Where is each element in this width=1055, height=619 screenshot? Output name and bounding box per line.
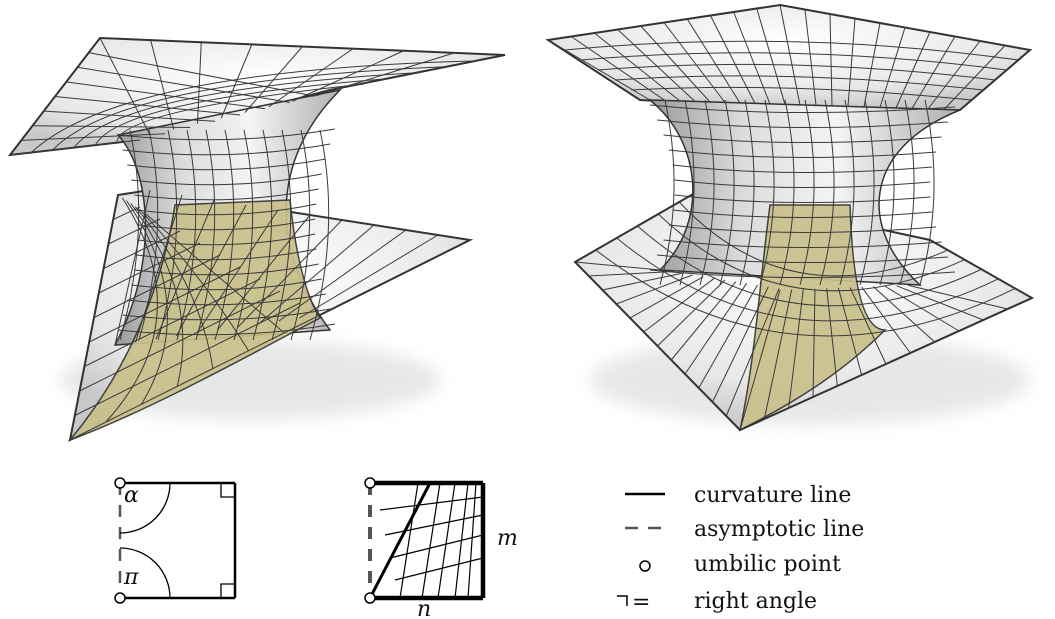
- right-angle-marker-bottom: [220, 583, 235, 598]
- label-m: m: [497, 526, 518, 551]
- label-n: n: [417, 597, 431, 619]
- grid-umbilic-bottom: [364, 592, 376, 604]
- legend-curvature-line: curvature line: [694, 483, 851, 508]
- angle-arc-bottom: [119, 547, 171, 599]
- umbilic-point-top: [114, 477, 126, 489]
- legend-circle-icon: [639, 560, 651, 572]
- legend-corner-icon: [617, 595, 628, 606]
- umbilic-point-bottom: [114, 592, 126, 604]
- legend-right-angle: right angle: [694, 589, 817, 614]
- surfaces-figure: [7, 3, 1035, 442]
- legend: curvature line asymptotic line umbilic p…: [617, 483, 864, 615]
- patch-angles: α π: [114, 477, 237, 604]
- legend-asymptotic-line: asymptotic line: [694, 517, 864, 542]
- angle-alpha-label: α: [124, 483, 139, 508]
- square-saddle-surface: [545, 3, 1035, 432]
- angle-arc-top: [119, 482, 171, 534]
- diagonal-curvature-line: [368, 482, 432, 599]
- legend-umbilic-point: umbilic point: [694, 552, 841, 577]
- grid-umbilic-top: [364, 477, 376, 489]
- triangular-saddle-surface: [7, 36, 506, 442]
- legend-equals-sign: =: [632, 590, 650, 615]
- patch-grid: m n: [364, 477, 518, 619]
- right-angle-marker-top: [220, 483, 235, 498]
- angle-pi-label: π: [123, 565, 139, 590]
